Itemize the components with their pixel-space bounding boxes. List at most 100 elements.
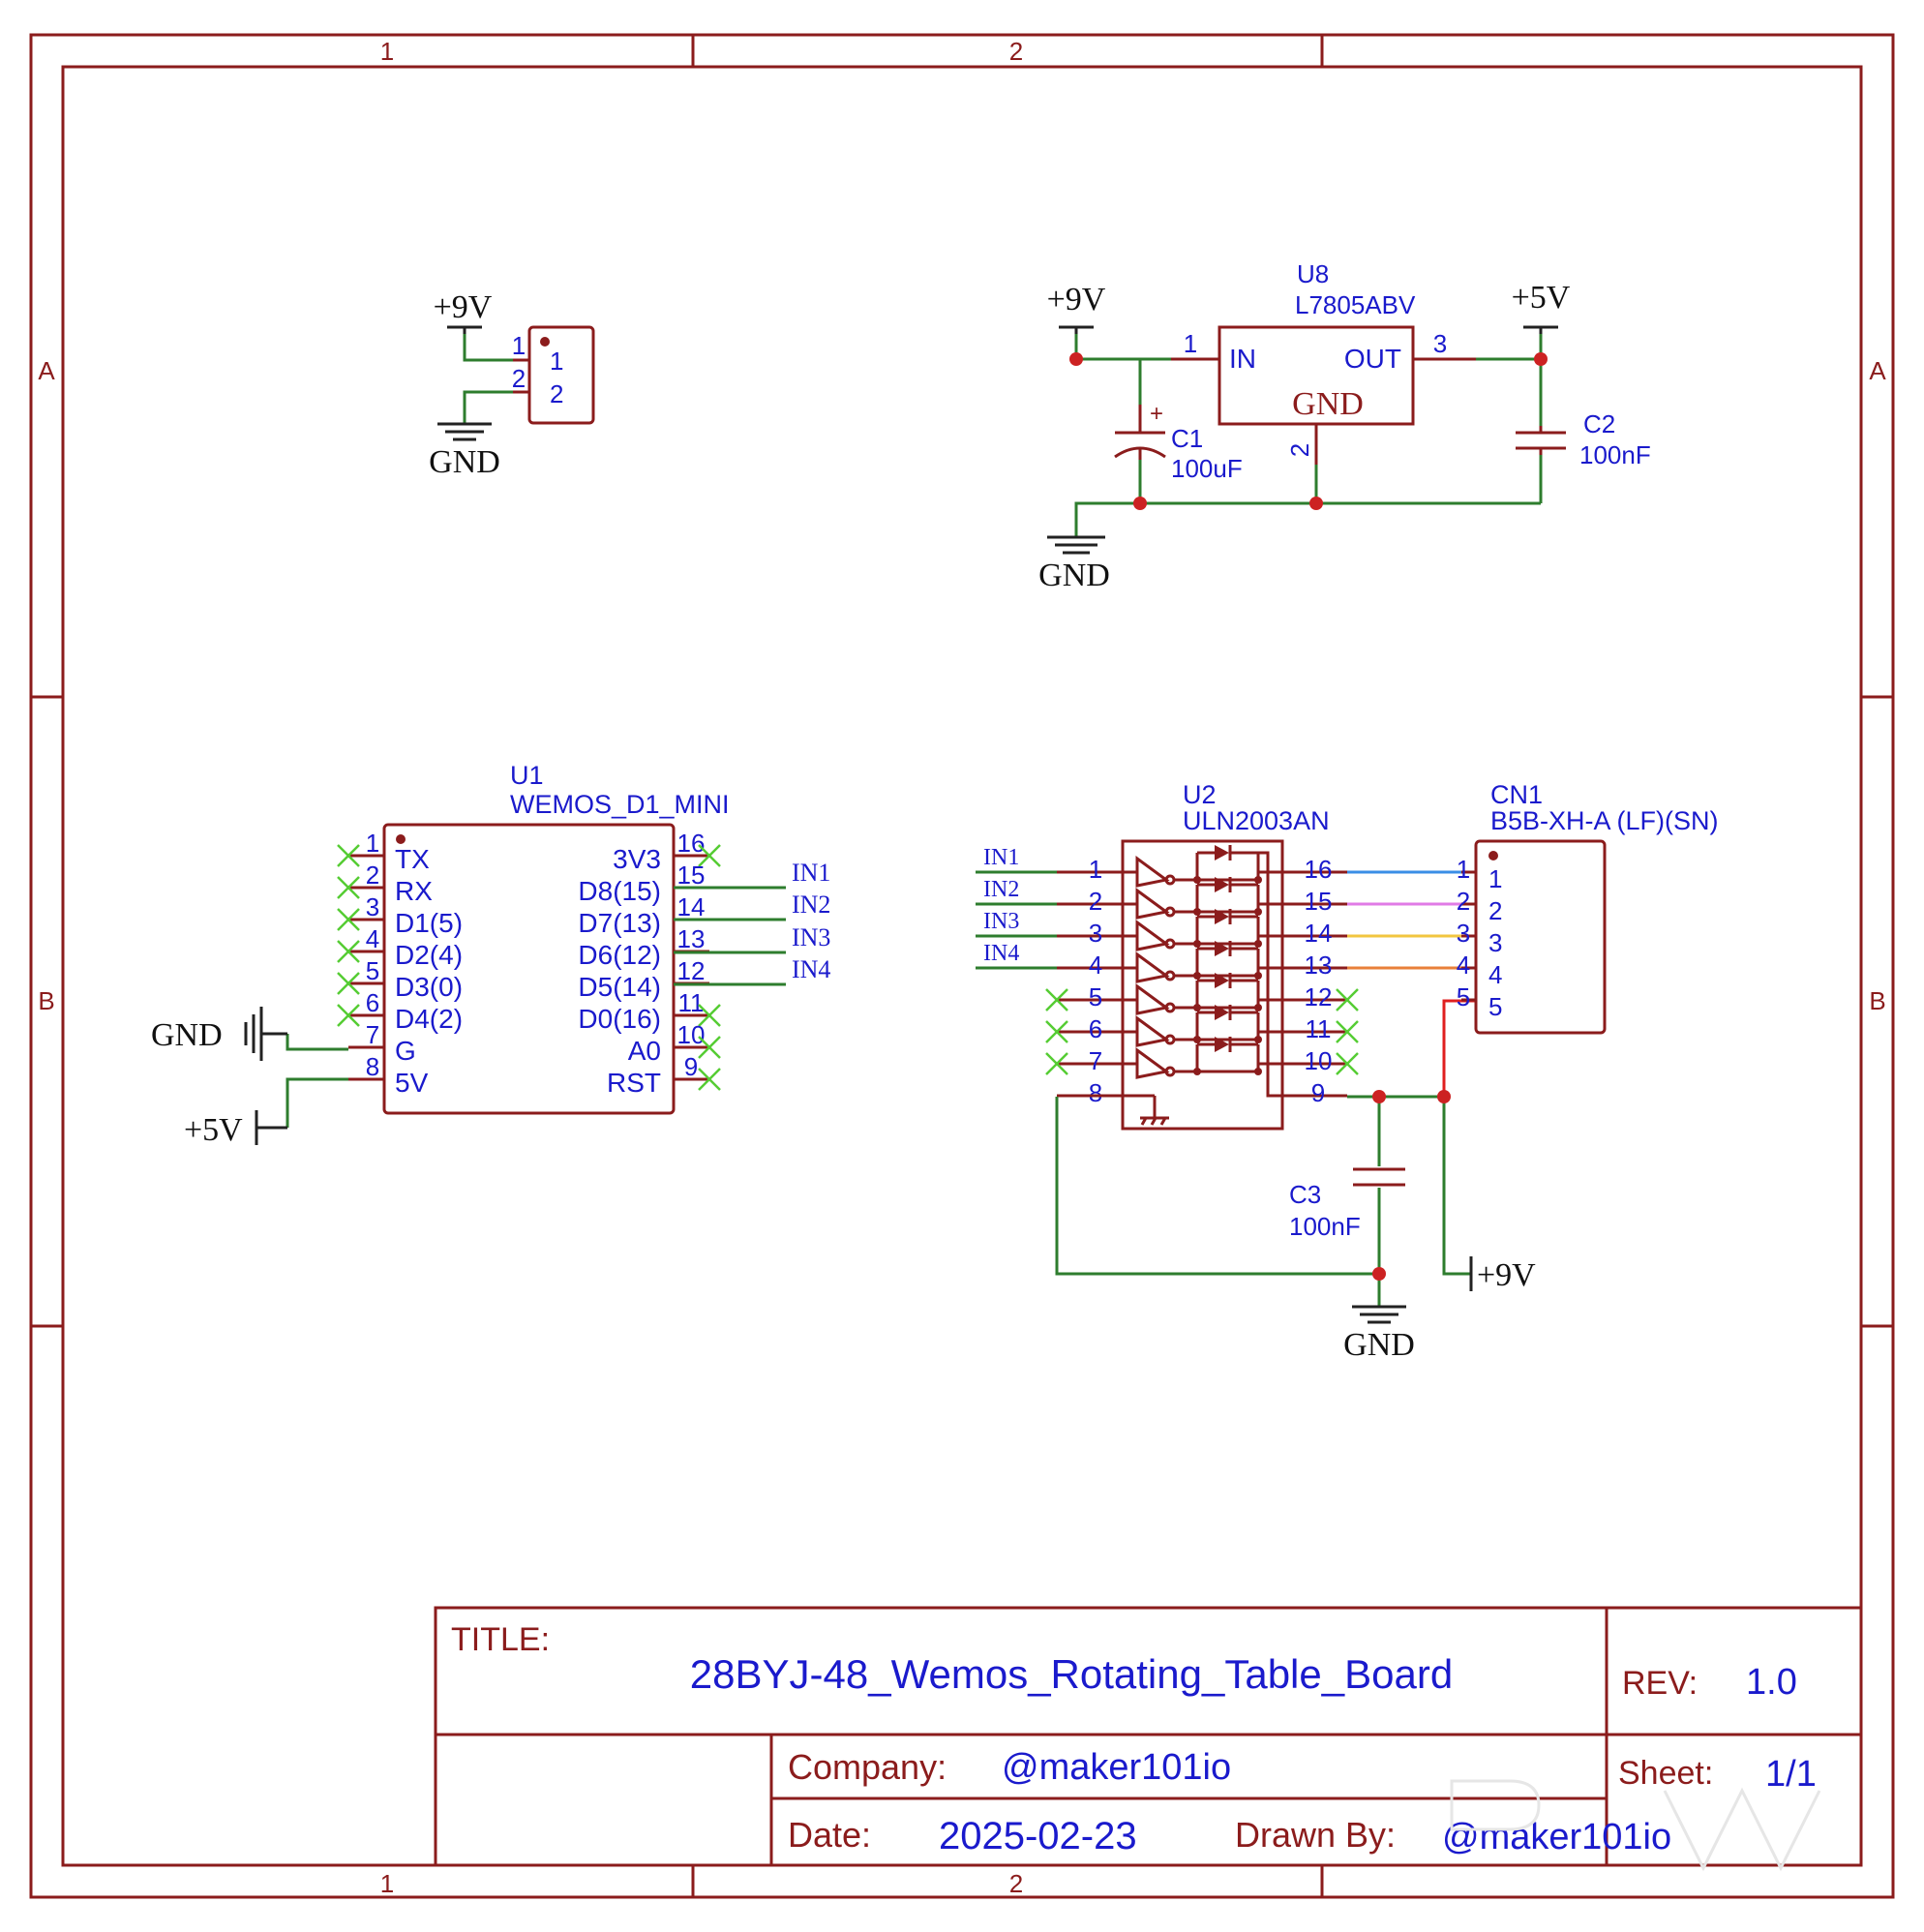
regulator-u8: 1 3 2 IN OUT GND U8 L7805ABV — [1171, 259, 1476, 465]
module-u1: U1 WEMOS_D1_MINI 1TX2RX3D1(5)4D2(4)5D3(0… — [337, 761, 730, 1115]
u8-ref: U8 — [1297, 259, 1329, 288]
u2-net-in1: IN1 — [983, 845, 1019, 870]
no-connect-marker — [1045, 988, 1068, 1011]
no-connect-marker — [337, 940, 360, 963]
frame-col-label-1: 1 — [380, 37, 394, 66]
u1-pin-num: 2 — [366, 860, 379, 890]
label-gnd-u1: GND — [151, 1017, 223, 1053]
u1-pin-name: D6(12) — [578, 940, 661, 970]
u2-pin-num: 13 — [1305, 951, 1333, 980]
u1-pin-name: RST — [607, 1068, 661, 1098]
no-connect-marker — [698, 844, 721, 867]
title-label: TITLE: — [451, 1621, 550, 1658]
no-connect-marker — [337, 844, 360, 867]
drawn-by-value: @maker101io — [1442, 1817, 1671, 1857]
label-gnd-reg: GND — [1038, 558, 1110, 593]
label-gnd-j: GND — [429, 444, 500, 480]
power-symbol-9v-u2: +9V — [1469, 1256, 1536, 1293]
capacitor-c2: C2 100nF — [1516, 409, 1651, 469]
no-connect-marker — [1045, 1052, 1068, 1075]
power-symbol-5v-reg: +5V — [1512, 280, 1571, 334]
u1-ref: U1 — [510, 761, 544, 790]
u1-right-pins: 163V315D8(15)14D7(13)13D6(12)12D5(14)11D… — [578, 829, 721, 1098]
no-connect-marker — [1045, 1020, 1068, 1043]
u2-driver-channel — [1123, 941, 1282, 983]
u8-pin-in: IN — [1229, 344, 1256, 374]
gnd-symbol-reg: GND — [1038, 535, 1110, 593]
capacitor-c1: + C1 100uF — [1114, 401, 1243, 483]
u2-driver-channel — [1123, 845, 1282, 888]
watermark-logo — [1450, 1779, 1821, 1872]
drawn-by-label: Drawn By: — [1235, 1815, 1396, 1855]
j-pin-name-2: 2 — [550, 379, 563, 408]
u2-pin-num: 3 — [1089, 919, 1102, 948]
u1-pin-num: 5 — [366, 956, 379, 985]
u8-pin-num-gnd: 2 — [1285, 443, 1314, 457]
u2-driver-channel — [1123, 1037, 1282, 1079]
u1-net-in4: IN4 — [792, 955, 830, 983]
u8-value: L7805ABV — [1295, 290, 1416, 319]
u2-pin-num: 4 — [1089, 951, 1102, 980]
no-connect-marker — [337, 972, 360, 995]
sheet-value: 1/1 — [1765, 1754, 1817, 1795]
u1-pin-name: D4(2) — [395, 1004, 463, 1034]
u2-driver-channel — [1123, 909, 1282, 951]
u2-value: ULN2003AN — [1183, 806, 1330, 835]
u1-net-in2: IN2 — [792, 891, 830, 919]
u1-pin-num: 3 — [366, 892, 379, 921]
cn1-pin-num: 2 — [1457, 887, 1470, 916]
u2-net-in2: IN2 — [983, 877, 1019, 902]
u2-darlington-array — [1123, 845, 1282, 1098]
j-pin-name-1: 1 — [550, 347, 563, 376]
j-pin-num-2: 2 — [512, 364, 526, 393]
rev-value: 1.0 — [1746, 1662, 1797, 1703]
u1-pin-name: D7(13) — [578, 908, 661, 938]
no-connect-marker — [698, 1004, 721, 1027]
frame-row-label-a-right: A — [1869, 356, 1886, 385]
u2-pin-num: 6 — [1089, 1014, 1102, 1043]
power-symbol-5v-u1: +5V — [184, 1110, 287, 1148]
u1-pin-name: D5(14) — [578, 972, 661, 1002]
u2-pin-num: 8 — [1089, 1078, 1102, 1107]
u1-net-in3: IN3 — [792, 923, 830, 951]
frame-col-label-2-bottom: 2 — [1009, 1869, 1023, 1898]
cn1-pin-num: 3 — [1457, 919, 1470, 948]
u1-external-wiring: IN1 IN2 IN3 IN4 — [286, 859, 830, 1128]
no-connect-marker — [337, 876, 360, 899]
capacitor-c3: C3 100nF — [1289, 1167, 1405, 1241]
frame-col-label-1-bottom: 1 — [380, 1869, 394, 1898]
label-5v-reg: +5V — [1512, 280, 1571, 316]
company-label: Company: — [788, 1747, 947, 1787]
u1-pin-name: 3V3 — [613, 844, 661, 874]
u1-pin-num: 1 — [366, 829, 379, 858]
cn1-pin-num: 1 — [1457, 855, 1470, 884]
cn1-value: B5B-XH-A (LF)(SN) — [1490, 806, 1719, 835]
u1-pin-name: 5V — [395, 1068, 429, 1098]
u1-pin-num: 9 — [684, 1052, 698, 1081]
u1-value: WEMOS_D1_MINI — [510, 790, 730, 819]
c1-polarity: + — [1150, 401, 1163, 427]
power-input-connector: 1 2 1 2 — [463, 325, 595, 425]
u1-pin-name: RX — [395, 876, 433, 906]
regulator-wiring — [1069, 329, 1548, 537]
date-label: Date: — [788, 1815, 871, 1855]
cn1-pin-name: 2 — [1488, 896, 1502, 925]
u2-pin-num: 1 — [1089, 855, 1102, 884]
title-text: 28BYJ-48_Wemos_Rotating_Table_Board — [690, 1651, 1453, 1697]
label-9v-j: +9V — [434, 289, 493, 325]
c3-value: 100nF — [1289, 1212, 1361, 1241]
no-connect-marker — [337, 908, 360, 931]
u1-pin-name: D1(5) — [395, 908, 463, 938]
u1-pin-num: 15 — [677, 860, 706, 890]
gnd-symbol-j: GND — [429, 422, 500, 480]
u2-pin-num: 5 — [1089, 982, 1102, 1011]
drawing-frame: 1 2 1 2 A B A B — [29, 33, 1895, 1899]
u1-pin-name: D0(16) — [578, 1004, 661, 1034]
power-symbol-9v-j: +9V — [434, 289, 493, 334]
date-value: 2025-02-23 — [939, 1815, 1137, 1857]
